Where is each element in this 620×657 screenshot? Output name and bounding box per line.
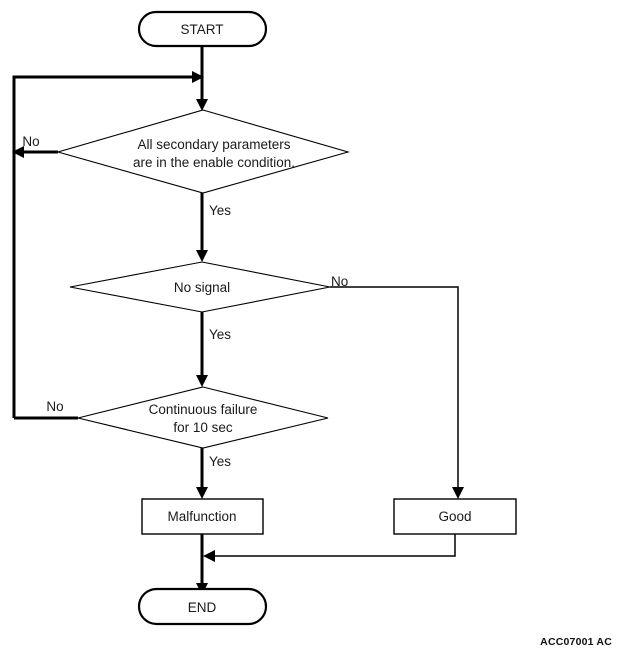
start-shape [137,10,268,48]
diagram-caption: ACC07001 AC [540,636,612,648]
arrowhead-secondary-no [12,146,24,158]
node-start: START [137,10,268,48]
node-decision-continuous: Continuous failure for 10 sec [77,386,329,449]
decision-secondary-label-line2: are in the enable condition. [133,155,295,170]
node-malfunction: Malfunction [141,498,264,535]
node-end: END [137,587,268,626]
malfunction-shape [141,498,264,535]
edge-label-secondary-no: No [22,134,39,149]
arrowhead-secondary-yes [196,250,208,262]
arrowhead-no-signal-no [452,487,464,499]
arrowhead-loopback-join [192,71,204,83]
edge-loopback-line [12,75,196,418]
decision-continuous-label-line2: for 10 sec [173,420,233,435]
edge-good-to-merge [212,534,456,557]
decision-secondary-shape [56,109,350,194]
decision-no-signal-label: No signal [174,280,230,295]
good-shape [393,498,517,535]
decision-secondary-label-line1: All secondary parameters [137,137,290,152]
end-shape [137,587,268,626]
arrowhead-good-to-merge [203,550,215,562]
edge-no-signal-no [330,286,459,490]
decision-continuous-shape [77,386,329,449]
node-good: Good [393,498,517,535]
decision-continuous-label-line1: Continuous failure [149,402,258,417]
node-decision-secondary: All secondary parameters are in the enab… [56,109,350,194]
edge-label-continuous-yes: Yes [209,454,231,469]
edge-label-no-signal-no: No [331,274,348,289]
arrowhead-start-to-secondary [196,99,208,111]
arrowhead-continuous-yes [196,487,208,499]
node-decision-no-signal: No signal [69,261,331,313]
start-label: START [180,22,223,37]
edge-label-no-signal-yes: Yes [209,327,231,342]
edge-label-secondary-yes: Yes [209,203,231,218]
arrowhead-no-signal-yes [196,375,208,387]
good-label: Good [438,509,471,524]
decision-no-signal-shape [69,261,331,313]
edge-label-continuous-no: No [46,399,63,414]
end-label: END [188,600,217,615]
malfunction-label: Malfunction [167,509,236,524]
